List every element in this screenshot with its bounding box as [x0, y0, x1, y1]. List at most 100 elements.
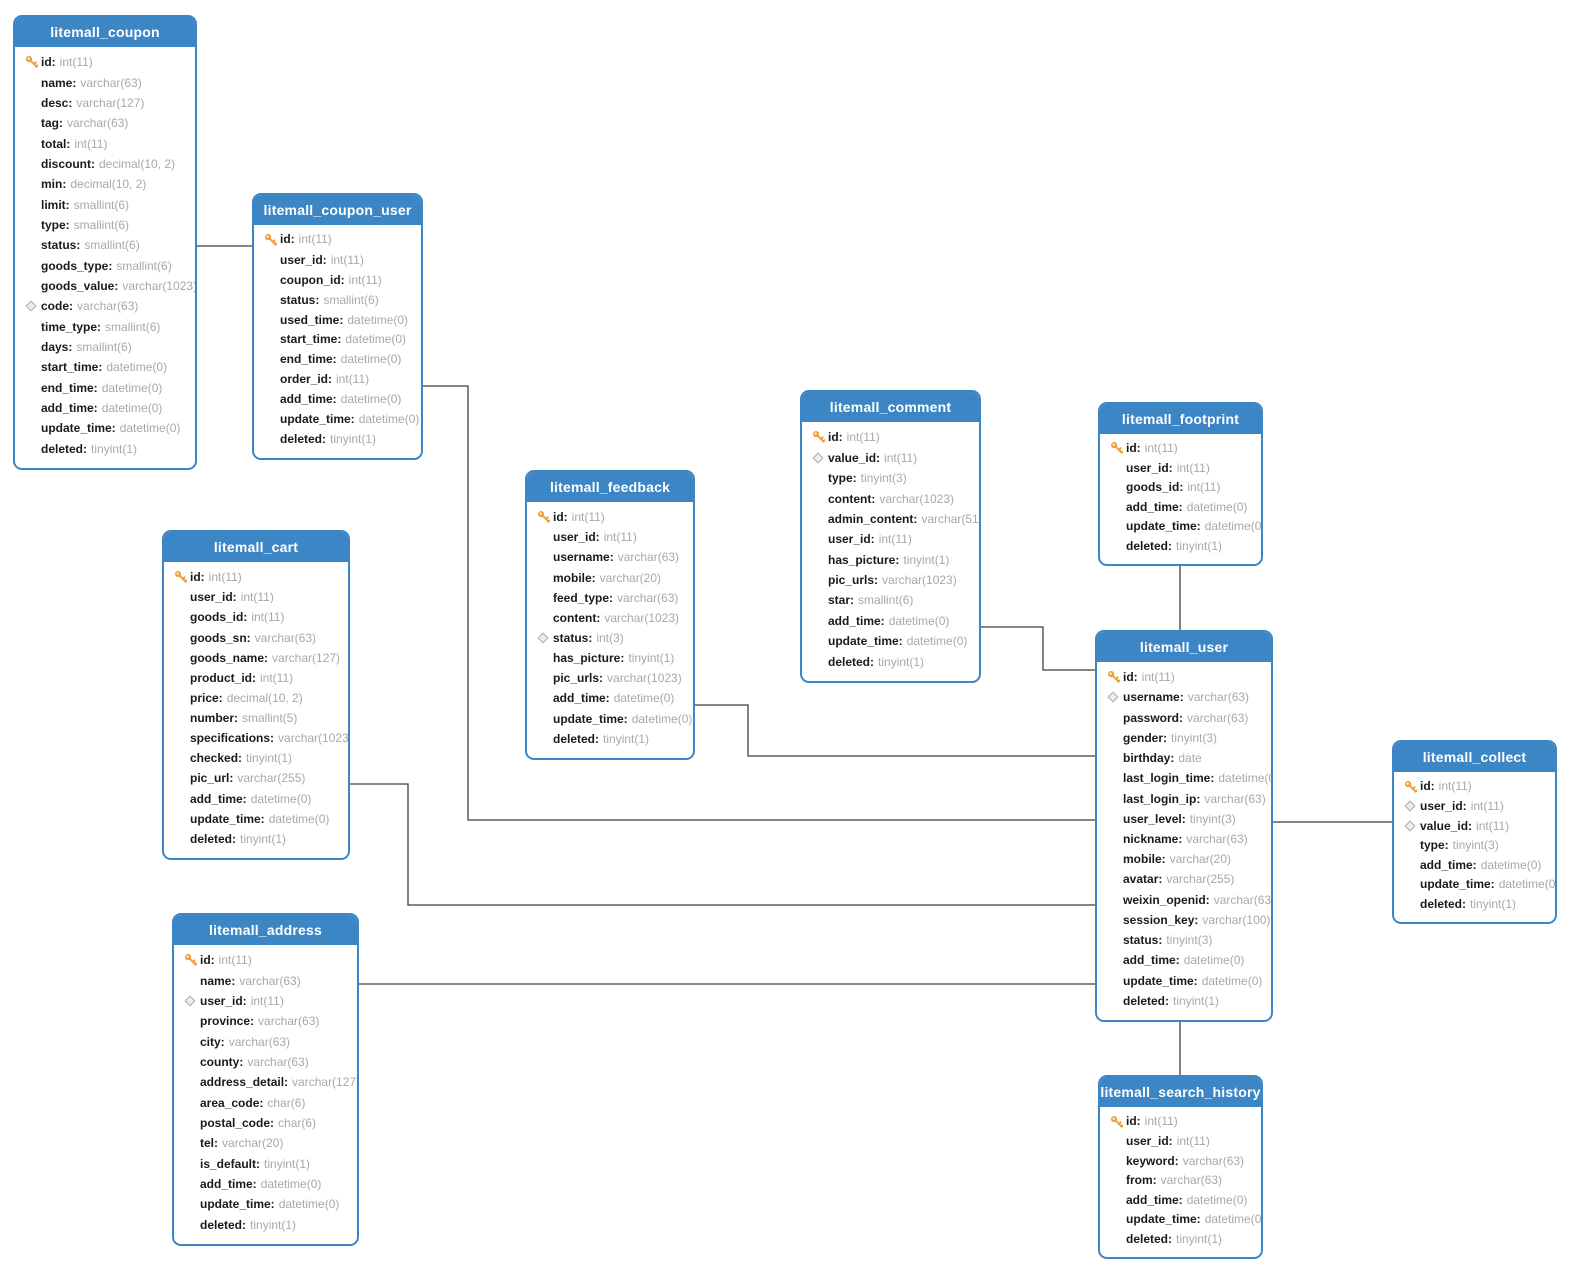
field-row-end_time[interactable]: end_time:datetime(0) [21, 382, 191, 394]
table-litemall_comment[interactable]: litemall_comment id:int(11) value_id:int(1… [800, 390, 981, 683]
field-row-update_time[interactable]: update_time:datetime(0) [1106, 1213, 1261, 1225]
field-row-province[interactable]: province:varchar(63) [180, 1015, 353, 1027]
field-row-birthday[interactable]: birthday:date [1103, 752, 1267, 764]
field-row-status[interactable]: status:smallint(6) [260, 294, 417, 306]
field-row-id[interactable]: id:int(11) [808, 430, 975, 444]
field-row-end_time[interactable]: end_time:datetime(0) [260, 353, 417, 365]
field-row-add_time[interactable]: add_time:datetime(0) [1106, 1194, 1257, 1206]
field-row-county[interactable]: county:varchar(63) [180, 1056, 353, 1068]
field-row-deleted[interactable]: deleted:tinyint(1) [170, 833, 344, 845]
field-row-update_time[interactable]: update_time:datetime(0) [180, 1198, 353, 1210]
field-row-from[interactable]: from:varchar(63) [1106, 1174, 1257, 1186]
field-row-update_time[interactable]: update_time:datetime(0) [808, 635, 975, 647]
field-row-order_id[interactable]: order_id:int(11) [260, 373, 417, 385]
field-row-goods_sn[interactable]: goods_sn:varchar(63) [170, 632, 344, 644]
field-row-value_id[interactable]: value_id:int(11) [1400, 820, 1551, 832]
table-title-litemall_footprint[interactable]: litemall_footprint [1100, 404, 1261, 434]
field-row-keyword[interactable]: keyword:varchar(63) [1106, 1155, 1257, 1167]
field-row-user_id[interactable]: user_id:int(11) [1106, 462, 1257, 474]
field-row-last_login_ip[interactable]: last_login_ip:varchar(63) [1103, 793, 1267, 805]
field-row-id[interactable]: id:int(11) [170, 570, 344, 583]
field-row-specifications[interactable]: specifications:varchar(1023) [170, 732, 348, 744]
field-row-start_time[interactable]: start_time:datetime(0) [260, 333, 417, 345]
field-row-tag[interactable]: tag:varchar(63) [21, 117, 191, 129]
field-row-deleted[interactable]: deleted:tinyint(1) [1103, 995, 1267, 1007]
table-title-litemall_comment[interactable]: litemall_comment [802, 392, 979, 422]
field-row-value_id[interactable]: value_id:int(11) [808, 452, 975, 464]
field-row-deleted[interactable]: deleted:tinyint(1) [21, 443, 191, 455]
field-row-avatar[interactable]: avatar:varchar(255) [1103, 873, 1267, 885]
field-row-limit[interactable]: limit:smallint(6) [21, 199, 191, 211]
field-row-pic_urls[interactable]: pic_urls:varchar(1023) [808, 574, 975, 586]
table-title-litemall_cart[interactable]: litemall_cart [164, 532, 348, 562]
field-row-update_time[interactable]: update_time:datetime(0) [170, 813, 344, 825]
field-row-goods_type[interactable]: goods_type:smallint(6) [21, 260, 191, 272]
field-row-admin_content[interactable]: admin_content:varchar(511) [808, 513, 979, 525]
field-row-deleted[interactable]: deleted:tinyint(1) [808, 656, 975, 668]
field-row-price[interactable]: price:decimal(10, 2) [170, 692, 344, 704]
field-row-mobile[interactable]: mobile:varchar(20) [1103, 853, 1267, 865]
field-row-content[interactable]: content:varchar(1023) [533, 612, 689, 624]
field-row-update_time[interactable]: update_time:datetime(0) [260, 413, 419, 425]
field-row-checked[interactable]: checked:tinyint(1) [170, 752, 344, 764]
field-row-add_time[interactable]: add_time:datetime(0) [170, 793, 344, 805]
field-row-goods_value[interactable]: goods_value:varchar(1023) [21, 280, 195, 292]
table-title-litemall_feedback[interactable]: litemall_feedback [527, 472, 693, 502]
field-row-code[interactable]: code:varchar(63) [21, 300, 191, 312]
field-row-add_time[interactable]: add_time:datetime(0) [808, 615, 975, 627]
field-row-desc[interactable]: desc:varchar(127) [21, 97, 191, 109]
field-row-add_time[interactable]: add_time:datetime(0) [180, 1178, 353, 1190]
field-row-status[interactable]: status:tinyint(3) [1103, 934, 1267, 946]
field-row-deleted[interactable]: deleted:tinyint(1) [533, 733, 689, 745]
field-row-update_time[interactable]: update_time:datetime(0) [21, 422, 191, 434]
field-row-user_id[interactable]: user_id:int(11) [1400, 800, 1551, 812]
field-row-type[interactable]: type:smallint(6) [21, 219, 191, 231]
field-row-gender[interactable]: gender:tinyint(3) [1103, 732, 1267, 744]
field-row-update_time[interactable]: update_time:datetime(0) [1106, 520, 1261, 532]
field-row-deleted[interactable]: deleted:tinyint(1) [1106, 540, 1257, 552]
field-row-days[interactable]: days:smallint(6) [21, 341, 191, 353]
field-row-type[interactable]: type:tinyint(3) [1400, 839, 1551, 851]
field-row-id[interactable]: id:int(11) [21, 55, 191, 69]
field-row-name[interactable]: name:varchar(63) [21, 77, 191, 89]
field-row-product_id[interactable]: product_id:int(11) [170, 672, 344, 684]
field-row-add_time[interactable]: add_time:datetime(0) [21, 402, 191, 414]
field-row-feed_type[interactable]: feed_type:varchar(63) [533, 592, 689, 604]
field-row-nickname[interactable]: nickname:varchar(63) [1103, 833, 1267, 845]
field-row-add_time[interactable]: add_time:datetime(0) [1106, 501, 1257, 513]
field-row-city[interactable]: city:varchar(63) [180, 1036, 353, 1048]
field-row-user_id[interactable]: user_id:int(11) [180, 995, 353, 1007]
field-row-postal_code[interactable]: postal_code:char(6) [180, 1117, 353, 1129]
field-row-user_id[interactable]: user_id:int(11) [533, 531, 689, 543]
field-row-add_time[interactable]: add_time:datetime(0) [533, 692, 689, 704]
field-row-id[interactable]: id:int(11) [260, 233, 417, 246]
field-row-last_login_time[interactable]: last_login_time:datetime(0) [1103, 772, 1271, 784]
field-row-id[interactable]: id:int(11) [1106, 441, 1257, 455]
field-row-min[interactable]: min:decimal(10, 2) [21, 178, 191, 190]
field-row-is_default[interactable]: is_default:tinyint(1) [180, 1158, 353, 1170]
field-row-pic_url[interactable]: pic_url:varchar(255) [170, 772, 344, 784]
field-row-pic_urls[interactable]: pic_urls:varchar(1023) [533, 672, 689, 684]
field-row-total[interactable]: total:int(11) [21, 138, 191, 150]
field-row-coupon_id[interactable]: coupon_id:int(11) [260, 274, 417, 286]
field-row-content[interactable]: content:varchar(1023) [808, 493, 975, 505]
field-row-area_code[interactable]: area_code:char(6) [180, 1097, 353, 1109]
field-row-goods_name[interactable]: goods_name:varchar(127) [170, 652, 344, 664]
field-row-password[interactable]: password:varchar(63) [1103, 712, 1267, 724]
field-row-status[interactable]: status:int(3) [533, 632, 689, 644]
field-row-user_id[interactable]: user_id:int(11) [808, 533, 975, 545]
field-row-id[interactable]: id:int(11) [1400, 780, 1551, 793]
field-row-weixin_openid[interactable]: weixin_openid:varchar(63) [1103, 894, 1271, 906]
table-title-litemall_user[interactable]: litemall_user [1097, 632, 1271, 662]
field-row-session_key[interactable]: session_key:varchar(100) [1103, 914, 1270, 926]
field-row-discount[interactable]: discount:decimal(10, 2) [21, 158, 191, 170]
field-row-user_id[interactable]: user_id:int(11) [260, 254, 417, 266]
field-row-update_time[interactable]: update_time:datetime(0) [533, 713, 692, 725]
field-row-deleted[interactable]: deleted:tinyint(1) [1400, 898, 1551, 910]
field-row-goods_id[interactable]: goods_id:int(11) [1106, 481, 1257, 493]
